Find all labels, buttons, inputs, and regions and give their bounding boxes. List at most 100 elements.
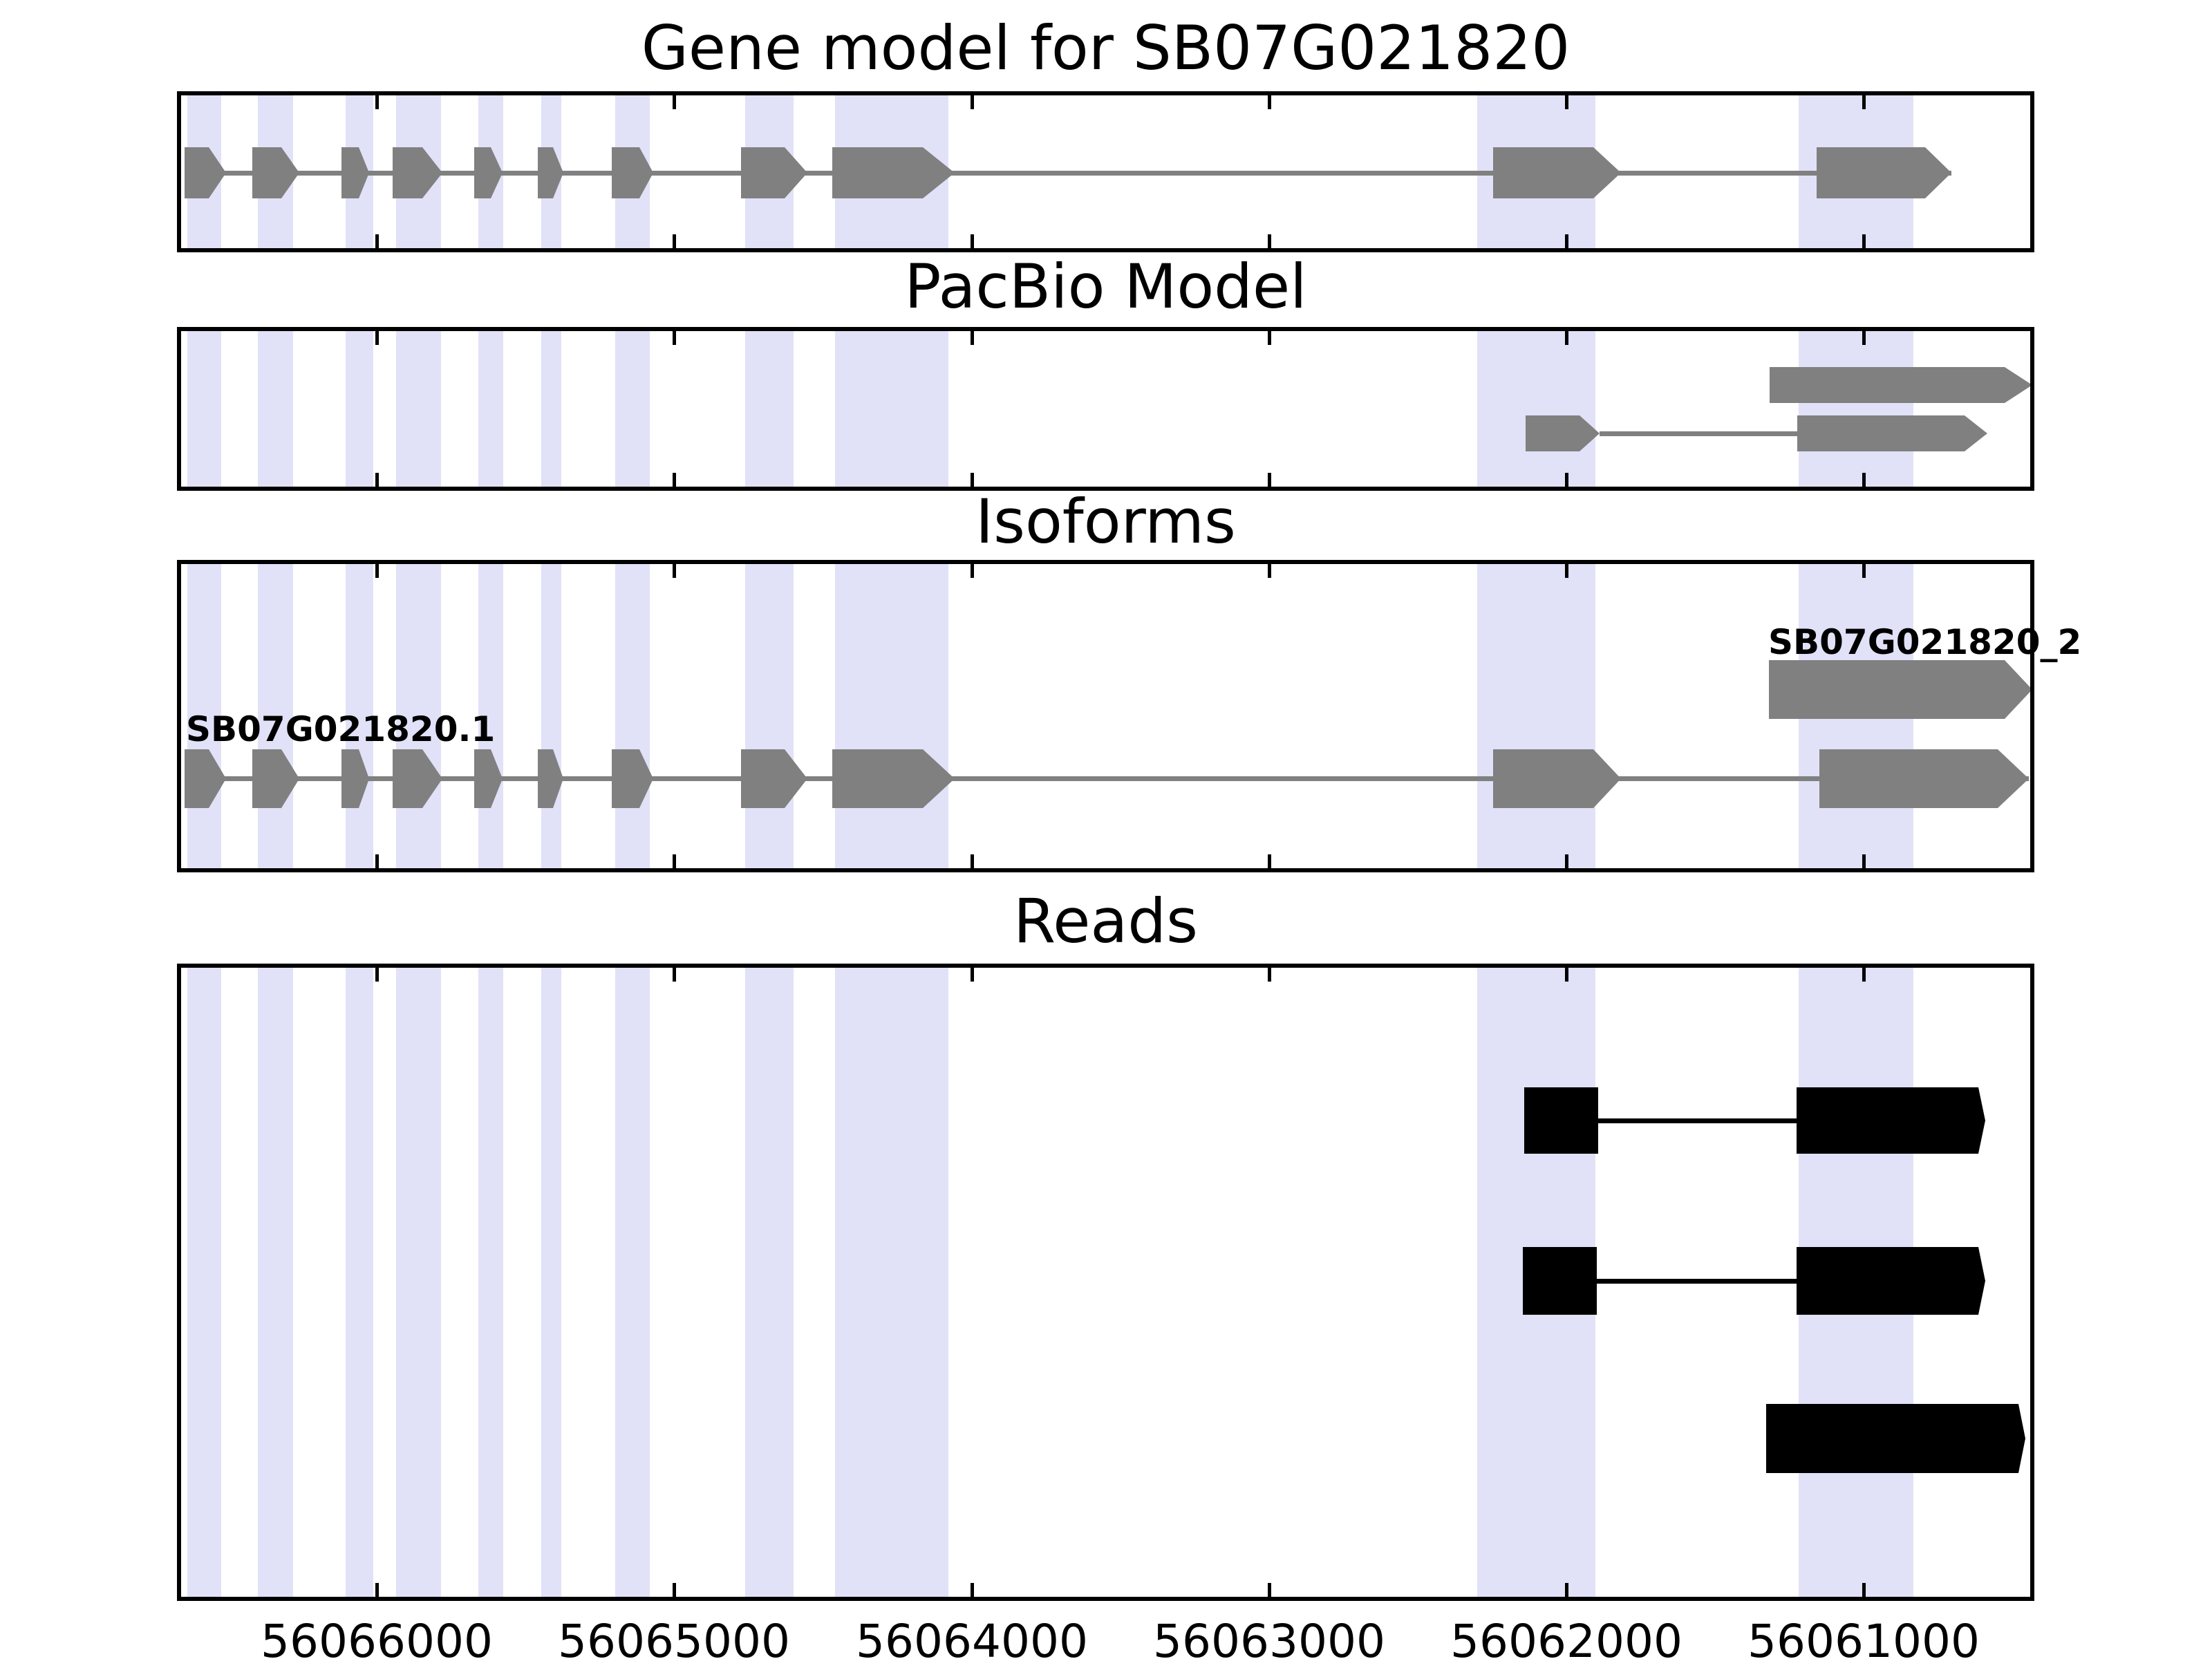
panel-title-isoforms: Isoforms — [975, 486, 1236, 557]
exon-arrow — [1817, 147, 1951, 198]
axis-tick — [1862, 331, 1866, 345]
exon-highlight-band — [396, 331, 441, 487]
axis-tick — [673, 331, 676, 345]
exon-highlight-band — [258, 564, 293, 868]
axis-tick — [1862, 95, 1866, 109]
exon-highlight-band — [258, 968, 293, 1597]
exon-arrow — [1797, 415, 1987, 451]
axis-tick — [971, 854, 974, 868]
exon-arrow — [1524, 1087, 1598, 1154]
axis-tick — [1268, 234, 1271, 248]
axis-tick-label: 56063000 — [1153, 1615, 1385, 1659]
exon-highlight-band — [478, 564, 503, 868]
exon-highlight-band — [835, 331, 948, 487]
axis-tick — [971, 1583, 974, 1597]
intron-line — [1597, 1279, 1797, 1284]
axis-tick — [375, 564, 379, 578]
axis-tick-label: 56065000 — [558, 1615, 790, 1659]
axis-tick — [673, 234, 676, 248]
axis-tick — [1565, 1583, 1568, 1597]
axis-tick-label: 56066000 — [261, 1615, 493, 1659]
axis-tick — [1268, 564, 1271, 578]
axis-tick — [375, 331, 379, 345]
exon-highlight-band — [615, 564, 650, 868]
panel-reads — [177, 964, 2034, 1601]
axis-tick — [673, 95, 676, 109]
exon-highlight-band — [835, 968, 948, 1597]
axis-tick — [1565, 473, 1568, 487]
axis-tick — [971, 95, 974, 109]
axis-tick — [1862, 564, 1866, 578]
exon-highlight-band — [346, 331, 373, 487]
exon-arrow — [1493, 147, 1621, 198]
intron-line — [186, 776, 2029, 781]
exon-highlight-band — [541, 564, 561, 868]
exon-arrow — [1797, 1247, 1985, 1315]
intron-line — [1600, 431, 1797, 436]
exon-highlight-band — [346, 968, 373, 1597]
axis-tick — [1565, 854, 1568, 868]
exon-highlight-band — [745, 968, 794, 1597]
axis-tick — [1268, 1583, 1271, 1597]
panel-gene-model — [177, 91, 2034, 252]
axis-tick — [375, 95, 379, 109]
exon-highlight-band — [187, 564, 221, 868]
transcript-label: SB07G021820_2 — [1768, 622, 2082, 662]
axis-tick — [1268, 854, 1271, 868]
exon-highlight-band — [478, 968, 503, 1597]
axis-tick-label: 56061000 — [1747, 1615, 1980, 1659]
axis-tick — [673, 564, 676, 578]
exon-highlight-band — [615, 331, 650, 487]
axis-tick — [1565, 564, 1568, 578]
axis-tick — [1565, 234, 1568, 248]
exon-arrow — [1770, 367, 2032, 403]
axis-tick — [375, 1583, 379, 1597]
axis-tick — [375, 473, 379, 487]
intron-line — [185, 171, 1951, 176]
axis-tick — [971, 331, 974, 345]
axis-tick — [1565, 95, 1568, 109]
exon-arrow — [1819, 749, 2029, 808]
exon-highlight-band — [541, 968, 561, 1597]
axis-tick — [1268, 968, 1271, 982]
exon-highlight-band — [346, 564, 373, 868]
axis-tick — [673, 854, 676, 868]
exon-arrow — [1797, 1087, 1985, 1154]
exon-highlight-band — [396, 968, 441, 1597]
exon-arrow — [1523, 1247, 1597, 1315]
exon-highlight-band — [187, 331, 221, 487]
axis-tick — [375, 854, 379, 868]
panel-title-reads: Reads — [1013, 885, 1198, 957]
axis-tick — [971, 968, 974, 982]
axis-tick-label: 56062000 — [1450, 1615, 1683, 1659]
axis-tick — [1862, 968, 1866, 982]
axis-tick — [1862, 234, 1866, 248]
exon-highlight-band — [1477, 564, 1595, 868]
exon-highlight-band — [1477, 331, 1595, 487]
axis-tick — [1862, 854, 1866, 868]
axis-tick — [971, 564, 974, 578]
axis-tick — [673, 473, 676, 487]
panel-isoforms — [177, 560, 2034, 872]
axis-tick-label: 56064000 — [856, 1615, 1088, 1659]
axis-tick — [375, 234, 379, 248]
axis-tick — [1268, 331, 1271, 345]
axis-tick — [1565, 331, 1568, 345]
axis-tick — [1862, 1583, 1866, 1597]
exon-highlight-band — [258, 331, 293, 487]
axis-tick — [971, 473, 974, 487]
exon-arrow — [1493, 749, 1621, 808]
axis-tick — [1268, 473, 1271, 487]
intron-line — [1598, 1118, 1797, 1123]
axis-tick — [673, 968, 676, 982]
exon-arrow — [1769, 660, 2032, 719]
exon-arrow — [1766, 1404, 2025, 1473]
exon-highlight-band — [835, 564, 948, 868]
panel-pacbio-model — [177, 327, 2034, 491]
axis-tick — [1862, 473, 1866, 487]
exon-highlight-band — [1799, 331, 1913, 487]
panel-title-gene-model: Gene model for SB07G021820 — [641, 12, 1571, 84]
transcript-label: SB07G021820.1 — [186, 709, 496, 749]
exon-highlight-band — [478, 331, 503, 487]
